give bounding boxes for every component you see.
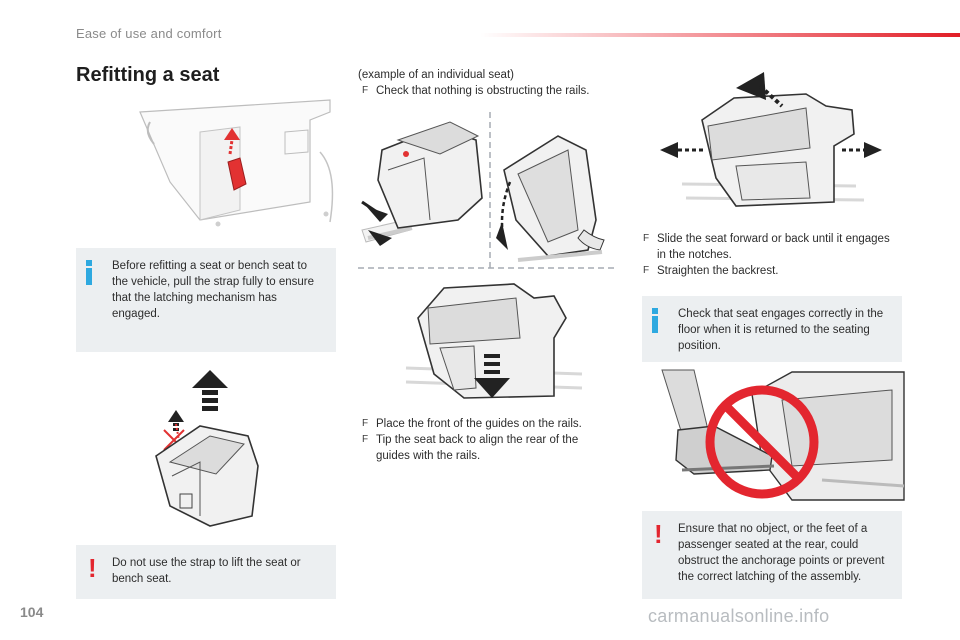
- info-box-engage-text: Check that seat engages correctly in the…: [678, 308, 884, 352]
- seat-lift-warning-illustration: [155, 370, 259, 527]
- page-number: 104: [20, 604, 44, 620]
- arrow-down-icon: [474, 354, 510, 398]
- page-title: Refitting a seat: [76, 64, 220, 86]
- step-tip-seat-text: Tip the seat back to align the rear of t…: [376, 434, 579, 462]
- warning-box-obstruct: ! Ensure that no object, or the feet of …: [642, 511, 902, 599]
- warning-icon: !: [88, 553, 97, 583]
- example-note: (example of an individual seat): [358, 69, 514, 81]
- step-slide-seat-text: Slide the seat forward or back until it …: [657, 233, 890, 261]
- info-box-engage: Check that seat engages correctly in the…: [642, 296, 902, 362]
- bullet-marker: F: [643, 233, 650, 244]
- arrow-up-icon: [192, 370, 228, 411]
- steps-middle: F Place the front of the guides on the r…: [362, 416, 612, 464]
- step-straighten-backrest-text: Straighten the backrest.: [657, 265, 779, 277]
- steps-right: F Slide the seat forward or back until i…: [643, 231, 901, 279]
- step-check-rails-text: Check that nothing is obstructing the ra…: [376, 85, 590, 97]
- bullet-marker: F: [643, 265, 650, 276]
- header-accent-bar: [480, 33, 960, 37]
- step-check-rails: F Check that nothing is obstructing the …: [362, 83, 636, 99]
- watermark: carmanualsonline.info: [648, 606, 830, 626]
- warning-box-strap-text: Do not use the strap to lift the seat or…: [112, 557, 301, 585]
- info-icon: [86, 260, 92, 285]
- info-box-strap: Before refitting a seat or bench seat to…: [76, 248, 336, 352]
- no-entry-icon: [705, 385, 819, 499]
- step-tip-seat: F Tip the seat back to align the rear of…: [362, 432, 612, 464]
- info-box-strap-text: Before refitting a seat or bench seat to…: [112, 260, 315, 320]
- bullet-marker: F: [362, 434, 369, 445]
- slide-seat-illustration: [660, 72, 882, 207]
- step-place-guides: F Place the front of the guides on the r…: [362, 416, 612, 432]
- section-title: Ease of use and comfort: [76, 26, 222, 41]
- bullet-marker: F: [362, 418, 369, 429]
- seat-tipped-illustration: [405, 283, 583, 399]
- step-straighten-backrest: F Straighten the backrest.: [643, 263, 901, 279]
- bullet-marker: F: [362, 85, 369, 96]
- info-icon: [652, 308, 658, 333]
- foot-obstruction-illustration: [642, 369, 905, 501]
- warning-box-obstruct-text: Ensure that no object, or the feet of a …: [678, 523, 885, 583]
- step-place-guides-text: Place the front of the guides on the rai…: [376, 418, 582, 430]
- step-slide-seat: F Slide the seat forward or back until i…: [643, 231, 901, 263]
- warning-box-strap: ! Do not use the strap to lift the seat …: [76, 545, 336, 599]
- warning-icon: !: [654, 519, 663, 549]
- guides-on-rails-illustration: [358, 112, 616, 270]
- strap-illustration: [139, 99, 334, 227]
